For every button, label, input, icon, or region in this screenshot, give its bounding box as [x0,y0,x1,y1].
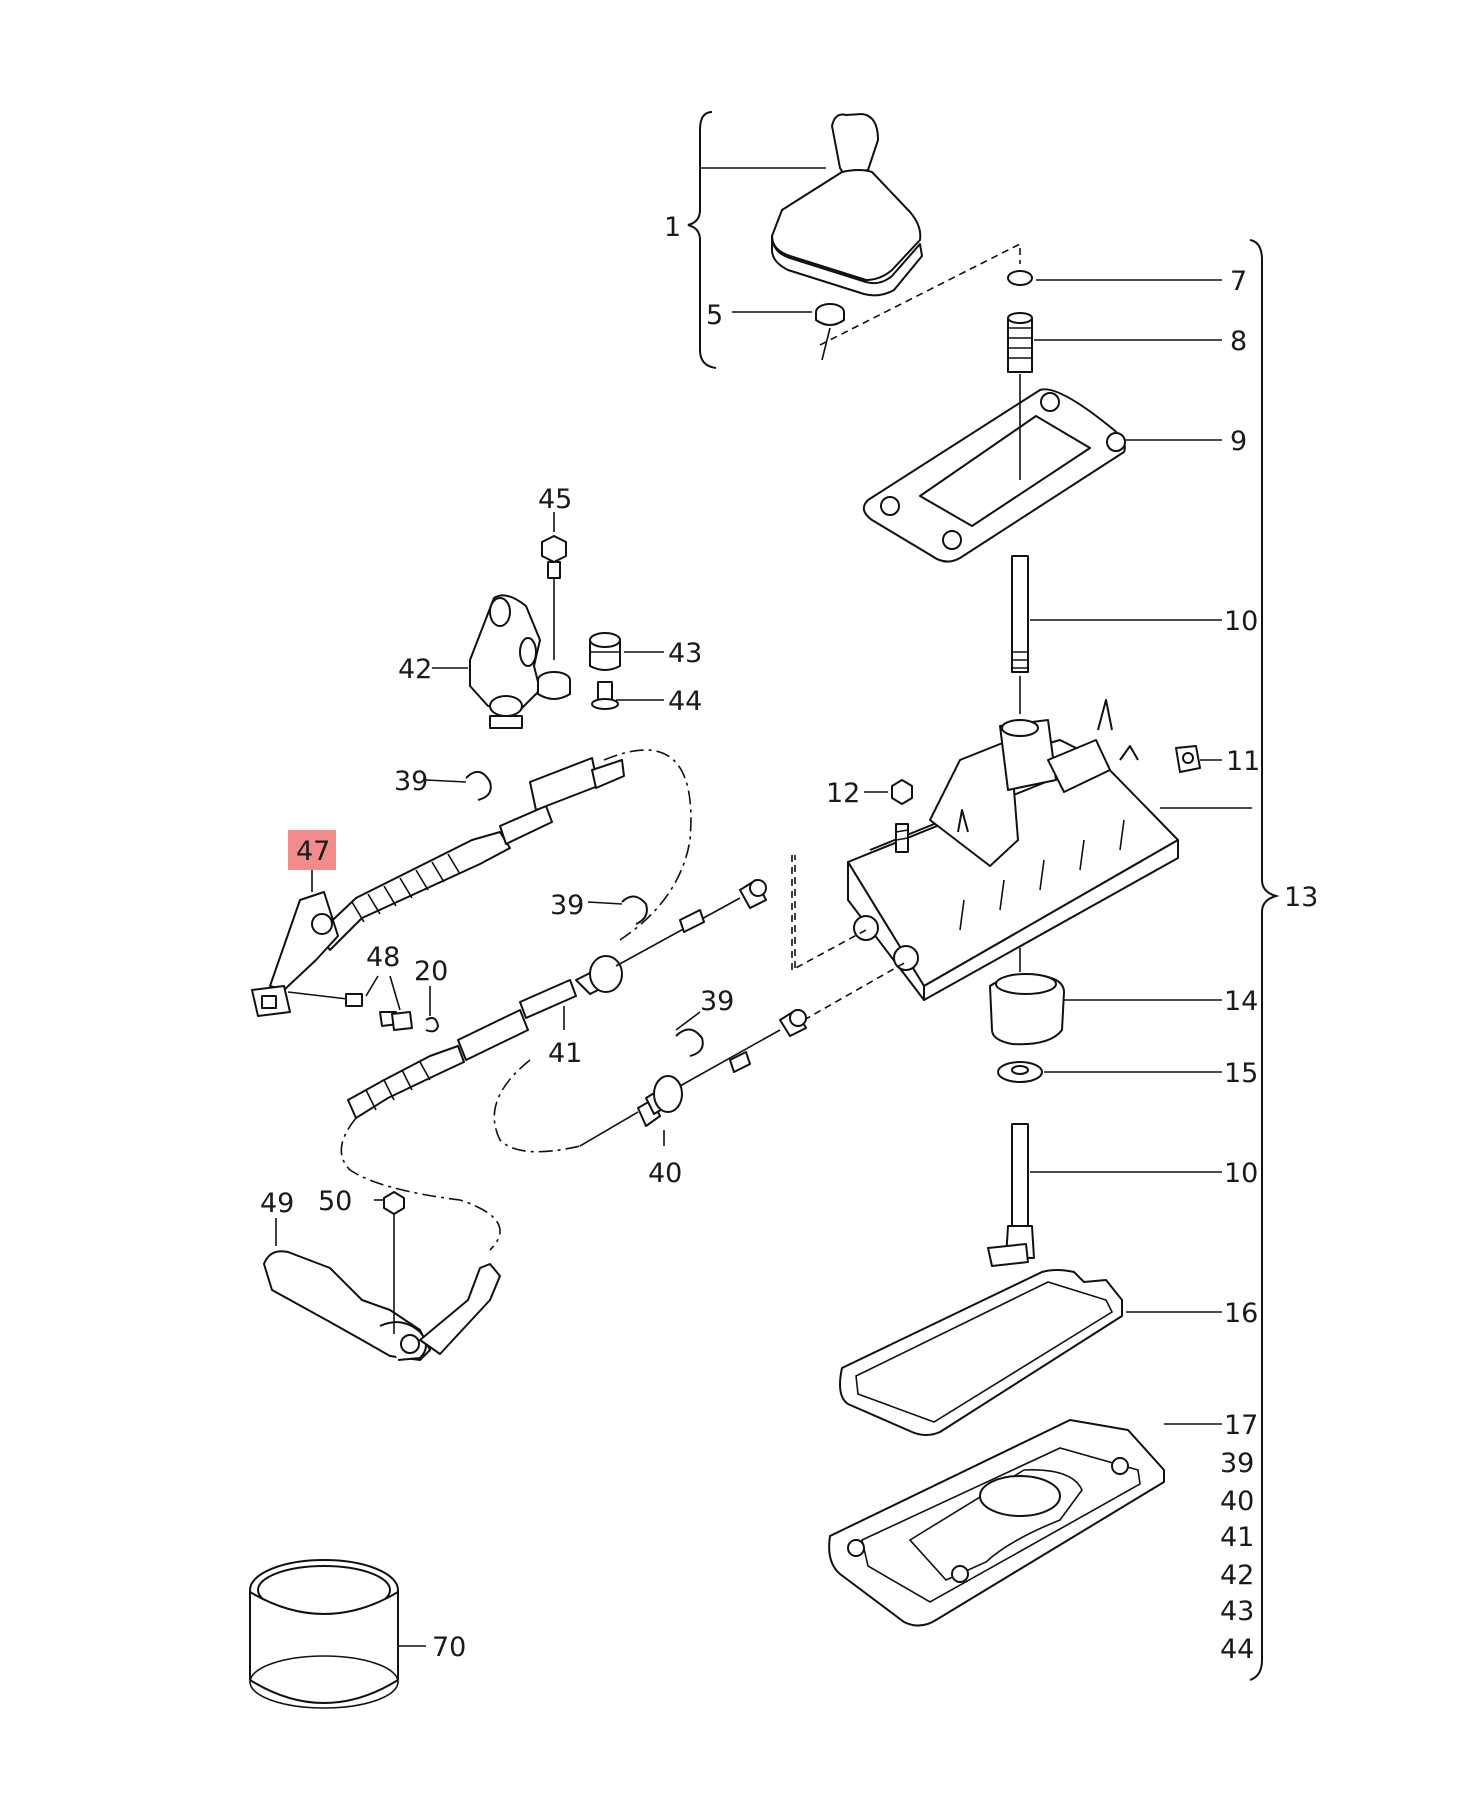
part-49-selector-lever[interactable] [263,1250,501,1361]
callout-11: 11 [1226,746,1260,777]
callout-43-kit: 43 [1220,1596,1254,1627]
part-20-clip[interactable] [425,1017,439,1033]
callout-43: 43 [668,638,702,669]
part-50-nut[interactable] [383,1191,405,1334]
callout-9: 9 [1230,426,1247,457]
callout-40: 40 [648,1158,682,1189]
callout-40-kit: 40 [1220,1486,1254,1517]
part-7-circlip[interactable] [1007,270,1033,286]
callout-48: 48 [366,942,400,973]
callout-39-upper: 39 [394,766,428,797]
part-10-upper-shift-rod[interactable] [1011,555,1029,673]
callout-5: 5 [706,300,723,331]
bracket-group-1 [687,111,717,369]
part-70-sleeve[interactable] [249,1559,399,1709]
callout-44: 44 [668,686,702,717]
part-17-floor-plate[interactable] [828,1419,1165,1627]
callout-20: 20 [414,956,448,987]
part-42-bracket[interactable] [469,594,541,729]
part-5-clamp[interactable] [815,303,845,326]
part-47-selector-cable[interactable] [251,757,625,1017]
leader-lines [275,167,1222,1647]
callout-42-kit: 42 [1220,1560,1254,1591]
part-16-gasket[interactable] [839,1269,1123,1436]
part-14-bushing[interactable] [989,973,1065,1046]
part-39-clip-lower[interactable] [675,1028,704,1057]
callout-41: 41 [548,1038,582,1069]
part-15-washer[interactable] [997,1061,1043,1083]
callout-44-kit: 44 [1220,1634,1254,1665]
highlight-box-47 [288,830,336,870]
callout-16: 16 [1224,1298,1258,1329]
part-44-sleeve[interactable] [591,681,619,710]
part-39-clip-upper[interactable] [465,771,492,801]
callout-39-lower: 39 [700,986,734,1017]
part-43-bush[interactable] [589,632,621,671]
callout-42: 42 [398,654,432,685]
part-11-clip-nut[interactable] [1175,745,1201,773]
part-48-bushes[interactable] [345,993,413,1031]
callout-70: 70 [432,1632,466,1663]
callout-8: 8 [1230,326,1247,357]
part-41-shift-cable[interactable] [347,879,767,1119]
part-40-cable[interactable] [579,1009,807,1147]
callout-labels: 1 5 7 8 9 10 11 12 13 14 15 10 16 17 39 … [260,212,1318,1665]
callout-1: 1 [664,212,681,243]
callout-14: 14 [1224,986,1258,1017]
callout-7: 7 [1230,266,1247,297]
callout-17: 17 [1224,1410,1258,1441]
part-8-spring[interactable] [1007,312,1033,373]
callout-50: 50 [318,1186,352,1217]
callout-13: 13 [1284,882,1318,913]
grommet[interactable] [537,671,571,700]
bracket-group-13 [1249,239,1280,1681]
callout-12: 12 [826,778,860,809]
part-39-clip-middle[interactable] [621,895,648,925]
part-10-lower-shift-rod[interactable] [987,1123,1035,1267]
callout-10-upper: 10 [1224,606,1258,637]
part-1-gear-knob[interactable] [771,113,923,297]
part-45-bolt[interactable] [541,535,567,660]
callout-45: 45 [538,484,572,515]
callout-10-lower: 10 [1224,1158,1258,1189]
part-9-gasket-plate[interactable] [862,388,1126,563]
callout-41-kit: 41 [1220,1522,1254,1553]
part-13-shift-housing[interactable] [847,699,1179,1001]
callout-39-kit: 39 [1220,1448,1254,1479]
callout-47: 47 [296,836,330,867]
callout-15: 15 [1224,1058,1258,1089]
callout-49: 49 [260,1188,294,1219]
part-12-nut[interactable] [891,779,913,853]
callout-39-middle: 39 [550,890,584,921]
